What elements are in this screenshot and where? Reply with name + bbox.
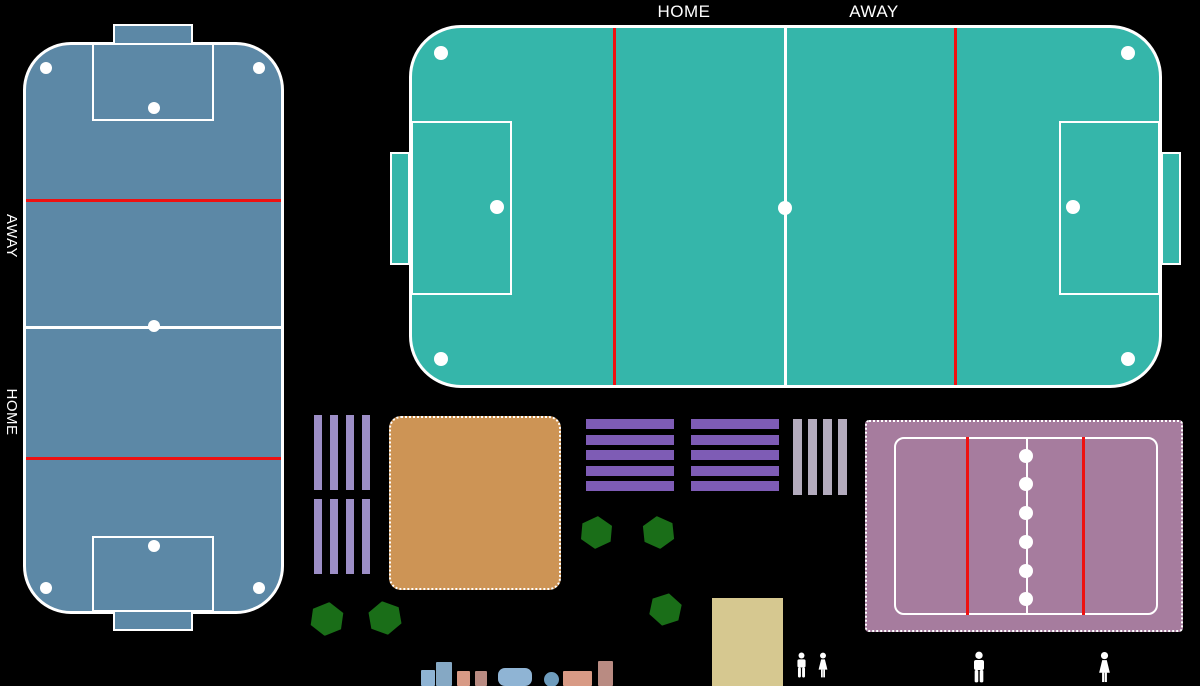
side-field-home-label: HOME xyxy=(3,388,20,436)
volleyball-court-dot xyxy=(1019,564,1033,578)
volleyball-court-dot xyxy=(1019,477,1033,491)
side-field-dot xyxy=(148,102,160,114)
center-stand-left[interactable] xyxy=(586,450,674,460)
restroom-man-icon[interactable] xyxy=(971,651,987,683)
side-field-dot xyxy=(148,540,160,552)
volleyball-court-dot xyxy=(1019,592,1033,606)
tree[interactable] xyxy=(646,590,685,629)
playground-equipment[interactable] xyxy=(421,670,435,686)
main-field-dot xyxy=(434,46,448,60)
playground-equipment[interactable] xyxy=(563,671,592,686)
main-field-away-label: AWAY xyxy=(849,2,899,21)
playground-equipment[interactable] xyxy=(436,662,452,686)
center-stand-left[interactable] xyxy=(586,481,674,491)
building[interactable] xyxy=(712,598,783,686)
volleyball-red-line-right xyxy=(1082,437,1085,615)
center-stand-left[interactable] xyxy=(586,419,674,429)
side-field-red-line-bottom xyxy=(26,457,281,460)
playground-equipment[interactable] xyxy=(598,661,613,686)
center-stand-right[interactable] xyxy=(691,450,779,460)
side-field-red-line-top xyxy=(26,199,281,202)
main-field-red-line-right xyxy=(954,28,957,385)
side-field-dot xyxy=(148,320,160,332)
main-field-dot xyxy=(1121,352,1135,366)
side-field-penalty-box-top xyxy=(92,43,214,121)
side-field-goal-top xyxy=(113,24,193,45)
tree[interactable] xyxy=(640,514,676,550)
east-stand[interactable] xyxy=(793,419,802,495)
west-stand-lower[interactable] xyxy=(314,499,322,574)
main-field-dot xyxy=(778,201,792,215)
side-field-away-label: AWAY xyxy=(3,214,20,258)
volleyball-red-line-left xyxy=(966,437,969,615)
volleyball-court-dot xyxy=(1019,506,1033,520)
tree[interactable] xyxy=(579,515,615,551)
playground-equipment[interactable] xyxy=(544,672,559,686)
side-field-dot xyxy=(253,62,265,74)
main-field-red-line-left xyxy=(613,28,616,385)
west-stand-lower[interactable] xyxy=(362,499,370,574)
main-field-dot xyxy=(1121,46,1135,60)
playground-equipment[interactable] xyxy=(498,668,532,686)
center-stand-right[interactable] xyxy=(691,465,779,476)
side-field-goal-bottom xyxy=(113,610,193,631)
volleyball-court-dot xyxy=(1019,535,1033,549)
main-field-dot xyxy=(490,200,504,214)
volleyball-net-line xyxy=(1026,437,1028,615)
main-field-penalty-box-left xyxy=(411,121,512,295)
volleyball-court-dot xyxy=(1019,449,1033,463)
restroom-man-icon[interactable] xyxy=(795,652,808,678)
center-stand-right[interactable] xyxy=(691,419,779,429)
center-stand-left[interactable] xyxy=(586,434,674,445)
west-stand-upper[interactable] xyxy=(362,415,370,490)
tree[interactable] xyxy=(365,598,404,637)
center-stand-left[interactable] xyxy=(586,465,674,476)
main-field-penalty-box-right xyxy=(1059,121,1160,295)
west-stand-upper[interactable] xyxy=(346,415,354,490)
east-stand[interactable] xyxy=(838,419,847,495)
playground-equipment[interactable] xyxy=(475,671,487,686)
west-stand-upper[interactable] xyxy=(314,415,322,490)
side-field-dot xyxy=(40,582,52,594)
center-stand-right[interactable] xyxy=(691,434,779,445)
side-field-dot xyxy=(40,62,52,74)
orange-court[interactable] xyxy=(389,416,561,590)
main-field-dot xyxy=(434,352,448,366)
playground-equipment[interactable] xyxy=(457,671,470,686)
main-field-dot xyxy=(1066,200,1080,214)
restroom-woman-icon[interactable] xyxy=(816,652,830,678)
west-stand-upper[interactable] xyxy=(330,415,338,490)
east-stand[interactable] xyxy=(823,419,832,495)
east-stand[interactable] xyxy=(808,419,817,495)
side-field-penalty-box-bottom xyxy=(92,536,214,612)
main-field-goal-right xyxy=(1161,152,1181,265)
main-field-home-label: HOME xyxy=(657,2,711,21)
tree[interactable] xyxy=(308,600,346,638)
center-stand-right[interactable] xyxy=(691,481,779,491)
side-field-dot xyxy=(253,582,265,594)
west-stand-lower[interactable] xyxy=(330,499,338,574)
west-stand-lower[interactable] xyxy=(346,499,354,574)
restroom-woman-icon[interactable] xyxy=(1096,651,1113,683)
main-field-goal-left xyxy=(390,152,410,265)
